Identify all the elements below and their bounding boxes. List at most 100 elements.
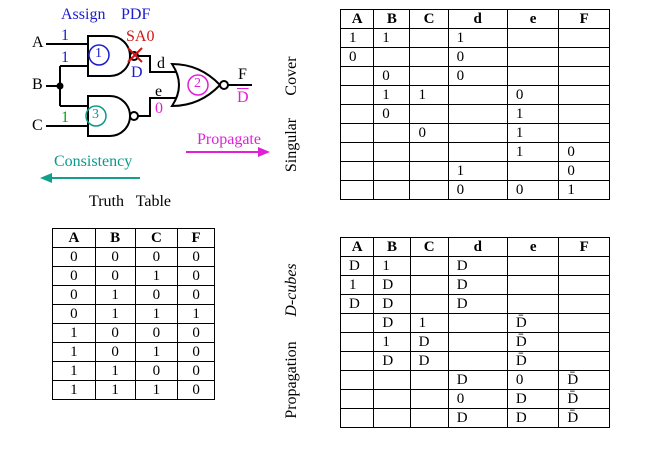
cell (409, 408, 449, 428)
cell (409, 256, 449, 276)
cell (339, 370, 375, 390)
cell (373, 180, 411, 200)
cell (409, 294, 449, 314)
cell: 0 (506, 370, 560, 390)
header-cell: B (94, 228, 136, 248)
cell (409, 66, 449, 86)
input-c-label: C (32, 117, 43, 134)
cell (409, 275, 449, 295)
header-cell: e (506, 9, 560, 29)
cell: 1 (339, 28, 375, 48)
singular-label: Singular (283, 117, 300, 173)
cell: 1 (94, 285, 136, 305)
cell: D (409, 351, 449, 371)
assign-label: Assign (61, 6, 106, 23)
cell: 0 (339, 47, 375, 67)
d-fault-value: D (131, 64, 143, 81)
cell (409, 47, 449, 67)
cell: 0 (506, 180, 560, 200)
header-cell: A (339, 9, 375, 29)
gate-1-number: 1 (95, 46, 102, 61)
cell: D (447, 370, 508, 390)
cell (409, 370, 449, 390)
cell (558, 85, 610, 105)
fault-label: SA0 (126, 28, 155, 45)
propagation-label: Propagation (283, 341, 300, 419)
table-header-row: A B C F (52, 228, 215, 248)
dcubes-label: D-cubes (283, 263, 300, 317)
header-cell: F (558, 9, 610, 29)
cell: D (339, 294, 375, 314)
pdf-label: PDF (121, 6, 151, 23)
cell: 1 (339, 275, 375, 295)
cell (409, 180, 449, 200)
cell: D (373, 294, 411, 314)
cell: 1 (373, 28, 411, 48)
cell (558, 256, 610, 276)
cell: 0 (177, 285, 215, 305)
cell: 1 (447, 28, 508, 48)
header-cell: e (506, 237, 560, 257)
fault-x-icon (127, 47, 143, 63)
cell: 1 (94, 304, 136, 324)
cover-label: Cover (283, 56, 300, 96)
cell: 0 (52, 285, 96, 305)
cell: 1 (134, 342, 179, 362)
cell (339, 389, 375, 409)
cell (409, 104, 449, 124)
cell (558, 123, 610, 143)
cell: D̄ (506, 351, 560, 371)
propagate-arrow-icon (186, 147, 270, 157)
cell (373, 161, 411, 181)
input-a-label: A (32, 34, 44, 51)
header-cell: A (52, 228, 96, 248)
cell: 1 (373, 332, 411, 352)
consistency-label: Consistency (54, 153, 133, 170)
net-e-label: e (155, 83, 163, 100)
cell (506, 161, 560, 181)
input-b-label: B (32, 76, 43, 93)
cell: D̄ (558, 408, 610, 428)
cell: D (373, 275, 411, 295)
e-value: 0 (155, 100, 163, 117)
cell (506, 28, 560, 48)
val-c: 1 (61, 109, 69, 126)
cell: D (506, 408, 560, 428)
cell: D (409, 332, 449, 352)
cell: 0 (134, 247, 179, 267)
cell (447, 104, 508, 124)
cell (558, 66, 610, 86)
cell: 1 (373, 256, 411, 276)
consistency-arrow-icon (40, 173, 140, 183)
cell: D (339, 256, 375, 276)
cell: 1 (94, 380, 136, 400)
cell: 0 (558, 161, 610, 181)
cell (558, 28, 610, 48)
cell (558, 294, 610, 314)
cell (558, 104, 610, 124)
cell: D̄ (558, 370, 610, 390)
cell: D (447, 294, 508, 314)
cell: 0 (94, 342, 136, 362)
cell (339, 351, 375, 371)
cell: 0 (52, 266, 96, 286)
cell (339, 104, 375, 124)
cell: 0 (506, 85, 560, 105)
cell: 0 (447, 66, 508, 86)
cell: 0 (94, 323, 136, 343)
cell (339, 66, 375, 86)
cell: 1 (134, 304, 179, 324)
header-cell: d (447, 9, 508, 29)
